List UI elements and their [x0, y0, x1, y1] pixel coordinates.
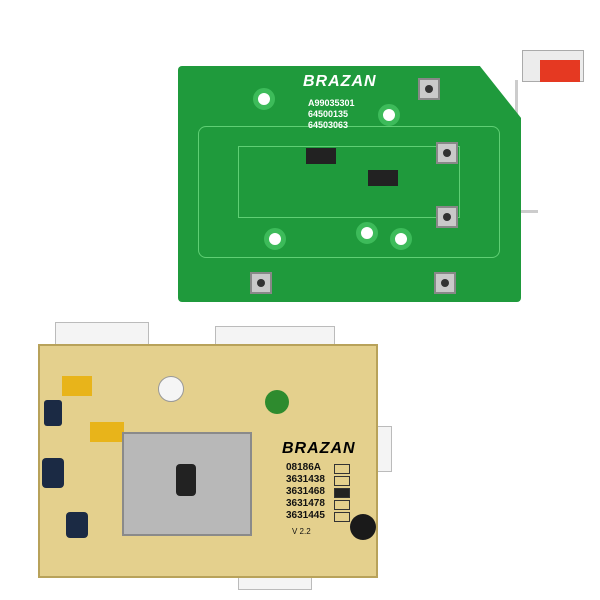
brand-logo: BRAZAN — [303, 73, 377, 90]
code-box — [334, 500, 350, 510]
rotary-knob-shaft — [176, 464, 196, 496]
part-code: 64500135 — [308, 109, 349, 119]
model-code: 3631445 — [286, 510, 325, 521]
metal-encoder-shield — [122, 432, 252, 536]
sticker — [158, 376, 184, 402]
mount-hole — [390, 228, 412, 250]
capacitor — [90, 422, 124, 442]
code-box — [334, 512, 350, 522]
buzzer-cap — [265, 390, 289, 414]
part-code: 64503063 — [308, 120, 349, 130]
ic-chip — [368, 170, 398, 186]
tact-switch — [436, 142, 458, 164]
model-code: 3631468 — [286, 486, 325, 497]
mount-hole — [356, 222, 378, 244]
code-box-selected — [334, 488, 350, 498]
mount-hole — [378, 104, 400, 126]
model-code: 3631478 — [286, 498, 325, 509]
connector-latch — [540, 60, 580, 82]
capacitor — [66, 512, 88, 538]
tact-switch — [250, 272, 272, 294]
capacitor — [62, 376, 92, 396]
green-control-board: BRAZAN A99035301 64500135 64503063 — [178, 66, 521, 302]
version-label: V 2.2 — [292, 527, 311, 536]
trace — [238, 146, 460, 218]
tact-switch — [434, 272, 456, 294]
code-box — [334, 476, 350, 486]
ic-chip — [306, 148, 336, 164]
capacitor — [44, 400, 62, 426]
model-code: 08186A — [286, 462, 322, 473]
mount-hole — [264, 228, 286, 250]
capacitor — [42, 458, 64, 488]
code-box — [334, 464, 350, 474]
trace — [198, 126, 500, 258]
brand-logo: BRAZAN — [282, 440, 356, 457]
part-code: A99035301 — [308, 98, 355, 108]
tact-switch — [436, 206, 458, 228]
tact-switch — [418, 78, 440, 100]
mount-hole — [253, 88, 275, 110]
buzzer — [350, 514, 376, 540]
header-connector — [55, 322, 149, 348]
model-code: 3631438 — [286, 474, 325, 485]
